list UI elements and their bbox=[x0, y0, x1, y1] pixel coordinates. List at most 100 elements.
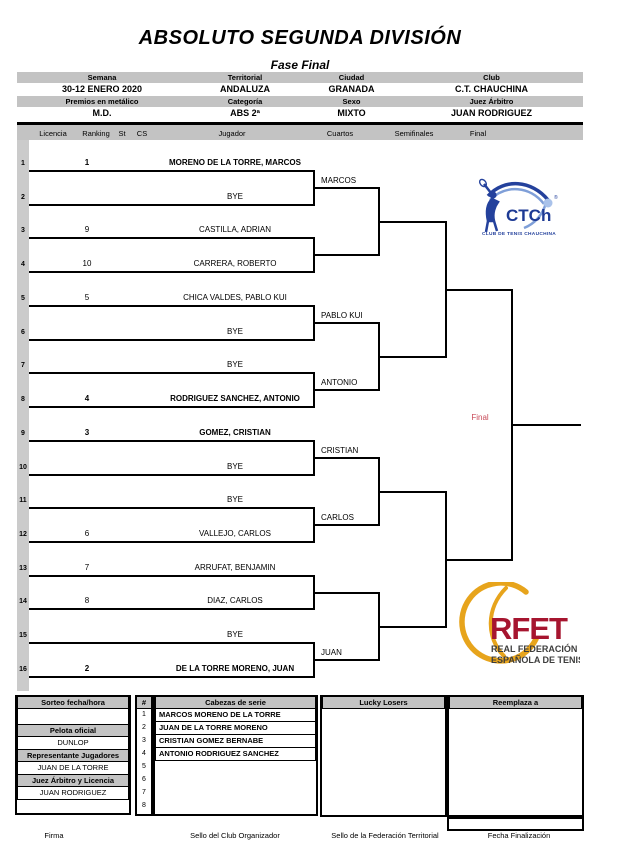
page-title: ABSOLUTO SEGUNDA DIVISIÓN bbox=[138, 27, 462, 49]
cabezas-entry: CRISTIAN GOMEZ BERNABE bbox=[155, 734, 316, 748]
bracket-row-number: 9 bbox=[21, 430, 25, 437]
sello-club-label: Sello del Club Organizador bbox=[190, 831, 280, 840]
quarter-winner-label: ANTONIO bbox=[321, 378, 358, 387]
hash-header: # bbox=[136, 696, 152, 709]
bracket-player-name: BYE bbox=[226, 360, 243, 369]
bracket-player-name: DE LA TORRE MORENO, JUAN bbox=[175, 664, 295, 673]
bracket-line bbox=[378, 356, 447, 358]
rfet-logo-subtext-1: REAL FEDERACIÓN bbox=[491, 643, 577, 654]
ctch-logo-subtext: CLUB DE TENIS CHAUCHINA bbox=[482, 231, 556, 237]
fecha-finalizacion-box bbox=[447, 817, 584, 831]
quarter-winner-label: MARCOS bbox=[321, 176, 357, 185]
bracket-row-number: 12 bbox=[19, 531, 27, 538]
sorteo-value bbox=[17, 708, 129, 725]
col-header-licencia: Licencia bbox=[39, 129, 67, 138]
reemplaza-box: Reemplaza a bbox=[447, 695, 584, 817]
premios-value: M.D. bbox=[92, 108, 112, 118]
sexo-label: Sexo bbox=[342, 97, 361, 106]
bracket-row-number: 1 bbox=[21, 160, 25, 167]
seed-number: 6 bbox=[142, 776, 146, 783]
tennis-player-icon bbox=[478, 178, 500, 233]
bracket-line bbox=[29, 305, 315, 307]
bracket-row-number: 2 bbox=[21, 194, 25, 201]
semana-label: Semana bbox=[87, 73, 117, 82]
quarter-winner-label: JUAN bbox=[321, 648, 342, 657]
premios-label: Premios en metálico bbox=[65, 97, 139, 106]
bracket-line bbox=[29, 642, 315, 644]
juez-arbitro-label: Juez Árbitro bbox=[469, 97, 514, 106]
rfet-logo: RFET REAL FEDERACIÓN ESPAÑOLA DE TENIS bbox=[459, 582, 580, 665]
bracket-row-number: 4 bbox=[21, 261, 25, 268]
column-header-band bbox=[17, 125, 583, 140]
tennis-ball-icon bbox=[459, 582, 539, 664]
bracket-line bbox=[445, 559, 513, 561]
quarter-winner-label: CARLOS bbox=[321, 513, 354, 522]
seed-number-column: # 1 2 3 4 5 6 7 8 bbox=[135, 695, 153, 816]
bracket-player-name: CASTILLA, ADRIAN bbox=[198, 225, 272, 234]
bracket-row-number: 5 bbox=[21, 295, 25, 302]
bracket-line bbox=[313, 457, 380, 459]
bracket-line bbox=[313, 524, 380, 526]
bracket-line bbox=[29, 204, 315, 206]
bracket-player-name: BYE bbox=[226, 327, 243, 336]
ciudad-label: Ciudad bbox=[338, 73, 365, 82]
bracket-line bbox=[511, 424, 581, 426]
bracket-line bbox=[29, 237, 315, 239]
row-number-strip bbox=[17, 140, 29, 691]
ctch-logo-text: CTCh bbox=[506, 206, 551, 225]
bracket-line bbox=[29, 608, 315, 610]
ctch-logo: ® CTCh CLUB DE TENIS CHAUCHINA bbox=[478, 178, 558, 237]
bracket-player-name: ARRUFAT, BENJAMIN bbox=[194, 563, 276, 572]
territorial-value: ANDALUZA bbox=[220, 84, 270, 94]
seed-number: 7 bbox=[142, 789, 146, 796]
bracket-row-number: 13 bbox=[19, 565, 27, 572]
bracket-line bbox=[29, 170, 315, 172]
semana-value: 30-12 ENERO 2020 bbox=[61, 84, 143, 94]
bracket-line bbox=[29, 440, 315, 442]
bracket-seed: 10 bbox=[82, 259, 92, 268]
bracket-seed: 6 bbox=[84, 529, 90, 538]
bracket-seed: 3 bbox=[84, 428, 90, 437]
bracket-player-name: BYE bbox=[226, 495, 243, 504]
bracket-player-name: VALLEJO, CARLOS bbox=[199, 529, 271, 538]
bracket-seed: 5 bbox=[84, 293, 90, 302]
bracket-seed: 9 bbox=[84, 225, 90, 234]
bracket-row-number: 6 bbox=[21, 329, 25, 336]
bracket-row-number: 11 bbox=[19, 497, 27, 504]
firma-label: Firma bbox=[44, 831, 64, 840]
bracket-player-name: BYE bbox=[226, 630, 243, 639]
sello-federacion-label: Sello de la Federación Territorial bbox=[331, 831, 439, 840]
bracket-player-name: BYE bbox=[226, 462, 243, 471]
bracket-player-name: BYE bbox=[226, 192, 243, 201]
bracket-line bbox=[29, 372, 315, 374]
col-header-ranking: Ranking bbox=[82, 129, 110, 138]
bracket-line bbox=[29, 474, 315, 476]
bracket-row-number: 14 bbox=[19, 598, 27, 605]
bracket-seed: 8 bbox=[84, 596, 90, 605]
col-header-cuartos: Cuartos bbox=[326, 129, 354, 138]
representante-value: JUAN DE LA TORRE bbox=[17, 761, 129, 775]
col-header-final: Final bbox=[469, 129, 487, 138]
col-header-cs: CS bbox=[136, 129, 148, 138]
bracket-row-number: 3 bbox=[21, 227, 25, 234]
fecha-finalizacion-label: Fecha Finalización bbox=[487, 831, 551, 840]
cabezas-entry: ANTONIO RODRIGUEZ SANCHEZ bbox=[155, 747, 316, 761]
bracket-row-number: 15 bbox=[19, 632, 27, 639]
pelota-value: DUNLOP bbox=[17, 736, 129, 750]
bracket-line bbox=[29, 575, 315, 577]
bracket-player-name: GOMEZ, CRISTIAN bbox=[199, 428, 271, 437]
bracket-row-number: 16 bbox=[19, 666, 27, 673]
registered-mark: ® bbox=[554, 194, 558, 201]
categoria-value: ABS 2ª bbox=[230, 108, 260, 118]
sorteo-box: Sorteo fecha/hora Pelota oficial DUNLOP … bbox=[15, 695, 131, 815]
cabezas-entry: MARCOS MORENO DE LA TORRE bbox=[155, 708, 316, 722]
bracket-line bbox=[378, 491, 447, 493]
bracket-row-number: 7 bbox=[21, 362, 25, 369]
bracket-line bbox=[378, 221, 447, 223]
juez-arbitro-value: JUAN RODRIGUEZ bbox=[450, 108, 532, 118]
final-label: Final bbox=[471, 413, 489, 422]
cabezas-entry: JUAN DE LA TORRE MORENO bbox=[155, 721, 316, 735]
seed-number: 2 bbox=[142, 724, 146, 731]
